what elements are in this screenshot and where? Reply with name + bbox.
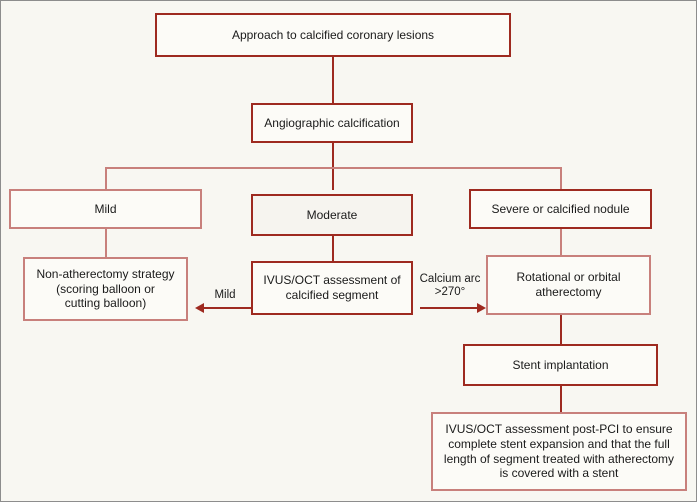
- arrow-line-mild-branch: [204, 307, 251, 309]
- node-angiographic-calcification: Angiographic calcification: [251, 103, 413, 143]
- node-label-line-2: atherectomy: [535, 285, 602, 299]
- node-label-line-3: length of segment treated with atherecto…: [443, 451, 675, 466]
- node-stent-implantation: Stent implantation: [463, 344, 658, 386]
- edge-label-text: Mild: [214, 289, 236, 301]
- node-label: Stent implantation: [512, 357, 609, 372]
- node-label: Approach to calcified coronary lesions: [231, 27, 435, 42]
- arrow-head-mild-branch: [195, 303, 204, 313]
- connector-atherectomy-to-stent: [560, 315, 562, 344]
- node-mild: Mild: [9, 189, 202, 229]
- node-label: Mild: [94, 201, 117, 216]
- node-ivus-oct-assessment-post-pci: IVUS/OCT assessment post-PCI to ensure c…: [431, 412, 687, 491]
- edge-label-line-2: arc >270°: [434, 273, 481, 299]
- node-label-line-2: complete stent expansion and that the fu…: [448, 436, 670, 451]
- connector-stent-to-post-pci: [560, 386, 562, 412]
- node-label-line-1: IVUS/OCT assessment post-PCI to ensure: [445, 422, 673, 437]
- node-approach-to-calcified-coronary-lesions: Approach to calcified coronary lesions: [155, 13, 511, 57]
- node-label-line-1: Rotational or orbital: [516, 270, 621, 285]
- node-label: Severe or calcified nodule: [491, 201, 630, 216]
- connector-branch-bus: [105, 167, 562, 169]
- node-ivus-oct-assessment-of-calcified-segment: IVUS/OCT assessment of calcified segment: [251, 261, 413, 315]
- node-label-line-2: calcified segment: [285, 288, 379, 302]
- node-label-line-4: is covered with a stent: [499, 466, 619, 481]
- node-label: Moderate: [306, 207, 358, 222]
- node-label-line-1: Non-atherectomy strategy: [36, 267, 175, 282]
- edge-label-mild: Mild: [197, 289, 253, 302]
- connector-moderate-to-ivus-oct: [332, 236, 334, 261]
- node-non-atherectomy-strategy: Non-atherectomy strategy (scoring balloo…: [23, 257, 188, 321]
- edge-label-calcium-arc: Calcium arc >270°: [414, 273, 486, 300]
- node-label-line-2: (scoring balloon or: [56, 281, 155, 296]
- connector-mild-to-non-atherectomy: [105, 229, 107, 257]
- node-label: Angiographic calcification: [264, 115, 400, 130]
- connector-angiographic-to-bus: [332, 143, 334, 190]
- connector-bus-to-severe: [560, 167, 562, 190]
- connector-root-to-angiographic: [332, 57, 334, 103]
- node-moderate: Moderate: [251, 194, 413, 236]
- connector-severe-to-atherectomy: [560, 229, 562, 255]
- node-label-line-1: IVUS/OCT assessment of: [263, 273, 401, 288]
- connector-bus-to-mild: [105, 167, 107, 190]
- node-rotational-or-orbital-atherectomy: Rotational or orbital atherectomy: [486, 255, 651, 315]
- edge-label-line-1: Calcium: [419, 273, 462, 285]
- node-label-line-3: cutting balloon): [64, 296, 147, 311]
- arrow-line-calcium-arc: [420, 307, 477, 309]
- arrow-head-calcium-arc: [477, 303, 486, 313]
- node-severe-or-calcified-nodule: Severe or calcified nodule: [469, 189, 652, 229]
